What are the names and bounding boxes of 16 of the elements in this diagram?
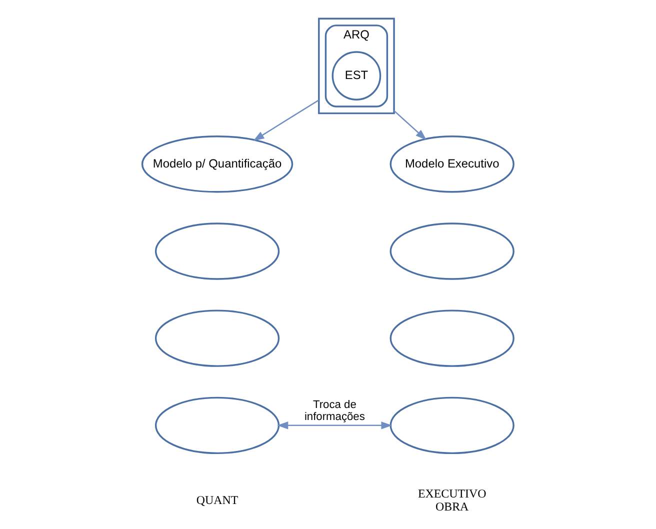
label: EXECUTIVO OBRA bbox=[418, 486, 486, 514]
arrow bbox=[253, 99, 320, 141]
node-ellipse bbox=[154, 310, 280, 367]
node-ellipse bbox=[154, 396, 280, 454]
arrow bbox=[394, 110, 427, 140]
label: QUANT bbox=[196, 493, 238, 508]
node-ellipse: Modelo p/ Quantificação bbox=[141, 136, 294, 193]
node-ellipse bbox=[154, 222, 280, 280]
node-ellipse bbox=[390, 222, 514, 280]
node-circle: EST bbox=[332, 51, 382, 100]
node-ellipse: Modelo Executivo bbox=[390, 136, 514, 193]
node-ellipse bbox=[390, 310, 514, 367]
edge-label: Troca de informações bbox=[304, 398, 365, 423]
arrow bbox=[277, 422, 392, 430]
node-ellipse bbox=[390, 396, 514, 454]
cluster bbox=[318, 18, 395, 114]
